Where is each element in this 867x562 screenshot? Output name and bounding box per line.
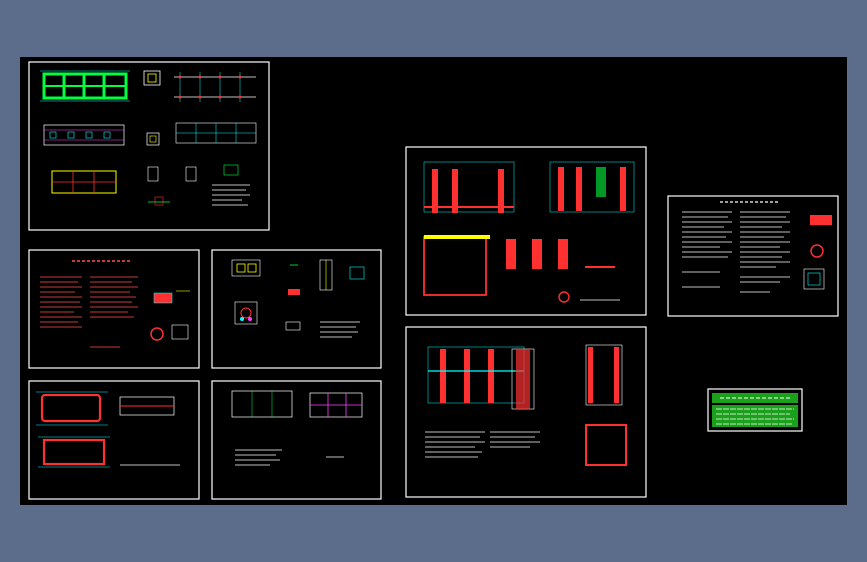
pile-plan-mid [43, 124, 125, 146]
detail-small-mid [146, 132, 160, 146]
sheet-plan-b[interactable] [211, 380, 382, 500]
sheet-sections[interactable] [405, 146, 647, 316]
sheet-design-notes[interactable] [28, 249, 200, 369]
title-block-stamp-icon[interactable] [707, 388, 803, 432]
detail-drawings [231, 259, 365, 338]
sheet-details[interactable] [211, 249, 382, 369]
pile-detail-circle [150, 290, 190, 341]
sheet-frame [211, 249, 382, 369]
sheet-frame [405, 146, 647, 316]
sheet-frame [211, 380, 382, 500]
wall-elevation-drawings [425, 344, 627, 466]
sheet-frame [667, 195, 839, 317]
section-elevations [423, 161, 635, 303]
foundation-grid-plan [40, 70, 130, 102]
beam-layout-plan [174, 72, 256, 102]
slab-plan-yellow [51, 170, 117, 194]
beam-plan-mid [175, 122, 257, 144]
small-section-details [147, 164, 239, 206]
sheet-plan-a[interactable] [28, 380, 200, 500]
notes-2-details [803, 215, 832, 290]
notes-red-text-block [40, 260, 138, 348]
plan-b-drawings [231, 390, 363, 466]
notes-white-text-block [682, 201, 790, 293]
sheet-foundation-plans[interactable] [28, 61, 270, 231]
sheet-design-notes-2[interactable] [667, 195, 839, 317]
tank-plan-upper [36, 391, 175, 426]
sheet-notes-lines [212, 184, 250, 206]
pile-cap-detail [143, 70, 161, 86]
sheet-wall-elevations[interactable] [405, 326, 647, 498]
drawing-viewport [28, 61, 839, 500]
tank-plan-lower [38, 436, 180, 468]
sheet-frame [28, 249, 200, 369]
cad-drawing-canvas[interactable] [20, 57, 847, 505]
